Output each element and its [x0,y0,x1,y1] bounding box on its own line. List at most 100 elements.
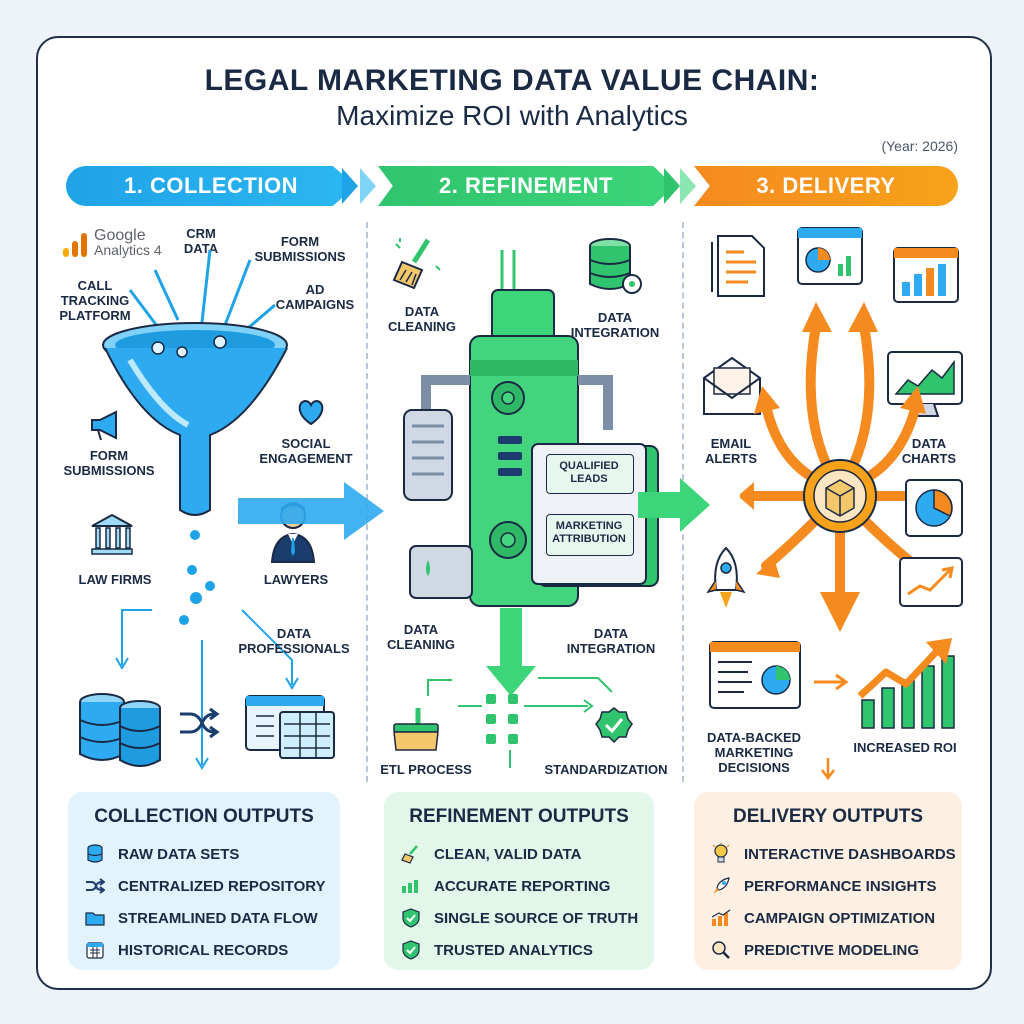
database-icon [84,843,106,865]
marketing-attribution-card [546,514,634,556]
list-item: STREAMLINED DATA FLOW [84,902,340,934]
list-item: PERFORMANCE INSIGHTS [710,870,962,902]
social-engagement-label: SOCIAL ENGAGEMENT [259,436,353,466]
page-subtitle: Maximize ROI with Analytics [336,100,688,131]
broom-icon [393,708,439,751]
megaphone-icon [91,410,117,441]
data-integration-bottom-label: DATA INTEGRATION [566,626,656,656]
collection-outputs-panel: COLLECTION OUTPUTS RAW DATA SETS CENTRAL… [68,792,340,970]
funnel-graphic [102,250,288,540]
collection-outputs-title: COLLECTION OUTPUTS [94,806,314,827]
page-title: LEGAL MARKETING DATA VALUE CHAIN: [204,64,820,97]
lawyers-label: LAWYERS [263,572,329,587]
arrow-right-icon [638,478,710,532]
list-item: RAW DATA SETS [84,838,340,870]
list-item: SINGLE SOURCE OF TRUTH [400,902,654,934]
output-label: CAMPAIGN OPTIMIZATION [744,909,936,927]
list-item: CENTRALIZED REPOSITORY [84,870,340,902]
broom-icon [400,843,422,865]
shuffle-icon [180,707,220,739]
email-envelope-icon [703,356,761,415]
email-alerts-label: EMAIL ALERTS [705,436,757,466]
dashboard-pie-icon [797,227,863,285]
calendar-icon [84,939,106,961]
delivery-outputs-title: DELIVERY OUTPUTS [732,806,924,827]
rocket-icon [706,546,746,608]
roi-growth-chart-icon [857,638,955,729]
line-chart-icon [899,557,963,607]
data-professionals-label: DATA PROFESSIONALS [238,626,350,656]
refinery-machine-graphic [403,250,659,607]
data-backed-decisions-label: DATA-BACKED MARKETING DECISIONS [706,730,802,775]
list-item: CAMPAIGN OPTIMIZATION [710,902,962,934]
spreadsheet-icon [245,695,335,759]
data-charts-label: DATA CHARTS [901,436,957,466]
google-analytics-icon [63,233,87,257]
heart-icon [298,399,324,426]
bar-chart-window-icon [893,247,959,303]
chevron-right-icon [680,168,696,204]
marketing-attribution-label: MARKETING ATTRIBUTION [552,520,626,545]
pie-chart-icon [905,479,963,537]
ga-name: Google [94,227,146,244]
stage-delivery-banner: 3. DELIVERY [694,166,958,206]
form-submissions-top-label: FORM SUBMISSIONS [254,234,346,264]
output-label: RAW DATA SETS [118,845,240,863]
output-label: PERFORMANCE INSIGHTS [744,877,937,895]
database-icon [79,693,161,767]
output-label: SINGLE SOURCE OF TRUTH [434,909,639,927]
list-item: TRUSTED ANALYTICS [400,934,654,966]
shuffle-icon [84,875,106,897]
list-item: HISTORICAL RECORDS [84,934,340,966]
bar-chart-icon [710,907,732,929]
broom-icon [392,238,441,290]
decision-dashboard-icon [709,641,801,709]
qualified-leads-label: QUALIFIED LEADS [559,460,619,485]
arrow-down-icon [486,608,536,696]
arrow-right-icon [814,673,849,691]
year-label: (Year: 2026) [881,138,958,154]
standardization-label: STANDARDIZATION [544,762,668,777]
refinement-flow-lines [427,677,613,768]
magnifier-icon [710,939,732,961]
arrow-right-icon [238,482,384,540]
report-icon [400,875,422,897]
data-cleaning-bottom-label: DATA CLEANING [387,622,455,652]
data-integration-top-label: DATA INTEGRATION [570,310,660,340]
list-item: ACCURATE REPORTING [400,870,654,902]
chevron-right-icon [664,168,680,204]
database-gear-icon [589,238,642,294]
lightbulb-icon [710,843,732,865]
refinement-outputs-panel: REFINEMENT OUTPUTS CLEAN, VALID DATA ACC… [384,792,654,970]
check-shield-icon [400,907,422,929]
increased-roi-label: INCREASED ROI [853,740,957,755]
output-label: ACCURATE REPORTING [434,877,611,895]
form-submissions-left-label: FORM SUBMISSIONS [63,448,155,478]
data-cleaning-top-label: DATA CLEANING [388,304,456,334]
output-label: INTERACTIVE DASHBOARDS [744,845,956,863]
stage-collection-banner: 1. COLLECTION [66,166,356,206]
etl-process-label: ETL PROCESS [380,762,472,777]
output-label: CLEAN, VALID DATA [434,845,582,863]
refinement-outputs-title: REFINEMENT OUTPUTS [409,806,629,827]
rocket-icon [710,875,732,897]
courthouse-icon [91,513,133,555]
chevron-right-icon [342,168,358,204]
collection-flow-lines [115,565,299,770]
list-item: PREDICTIVE MODELING [710,934,962,966]
output-label: PREDICTIVE MODELING [744,941,920,959]
output-label: HISTORICAL RECORDS [118,941,289,959]
output-label: TRUSTED ANALYTICS [434,941,593,959]
check-badge-icon [595,707,633,744]
ga-sub: Analytics 4 [94,242,162,258]
output-label: CENTRALIZED REPOSITORY [118,877,326,895]
output-label: STREAMLINED DATA FLOW [118,909,318,927]
list-item: INTERACTIVE DASHBOARDS [710,838,962,870]
ad-campaigns-label: AD CAMPAIGNS [275,282,355,312]
check-shield-icon [400,939,422,961]
delivery-outputs-panel: DELIVERY OUTPUTS INTERACTIVE DASHBOARDS … [694,792,962,970]
law-firms-label: LAW FIRMS [78,572,152,587]
list-item: CLEAN, VALID DATA [400,838,654,870]
call-tracking-label: CALL TRACKING PLATFORM [59,278,131,323]
